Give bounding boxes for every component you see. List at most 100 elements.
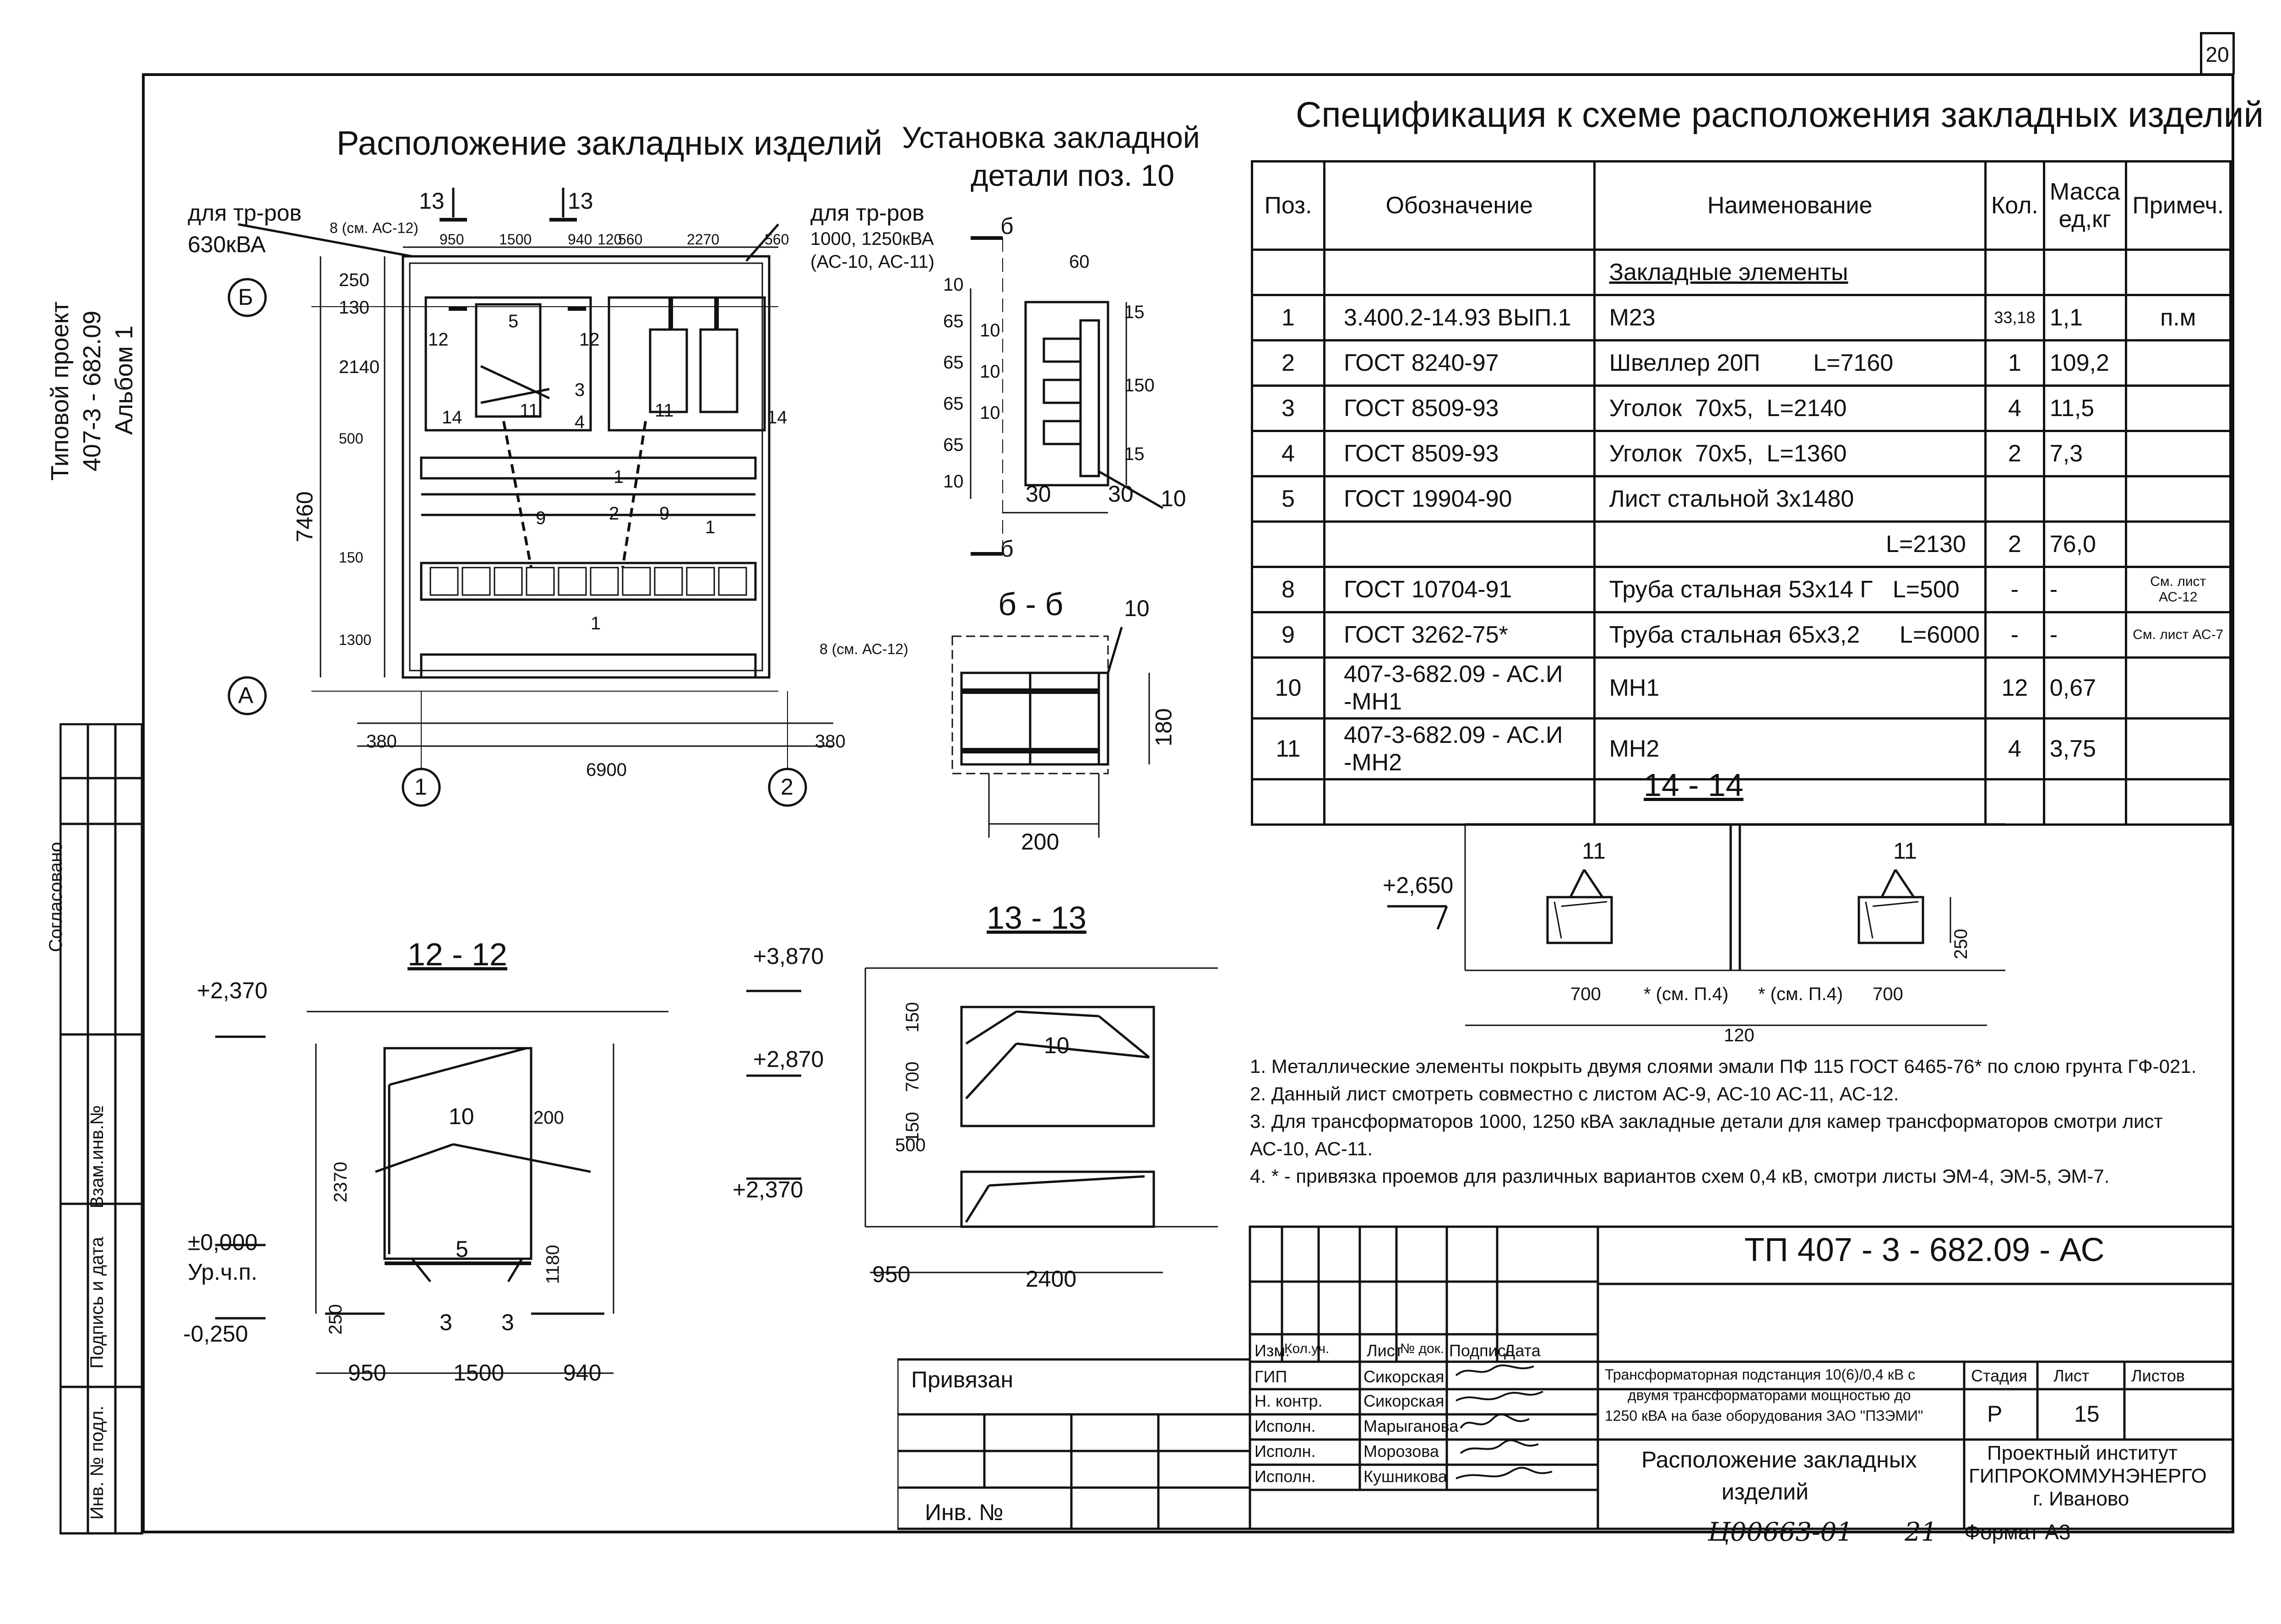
tb-object-2: двумя трансформаторами мощностью до <box>1628 1387 1911 1403</box>
spec-cell-mass: 11,5 <box>2042 384 2127 432</box>
plan-pos-11b: 11 <box>655 401 674 421</box>
spec-cell-qty: - <box>1984 611 2045 659</box>
spec-cell-designation: 407-3-682.09 - АС.И -МН2 <box>1323 717 1596 780</box>
spec-cell-name: Швеллер 20П L=7160 <box>1593 339 1987 387</box>
tb-name-0: Сикорская <box>1363 1367 1445 1386</box>
plan-dim-top-1: 950 <box>440 231 464 248</box>
section-1212-dim-940: 940 <box>563 1360 602 1386</box>
spec-cell-designation: 3.400.2-14.93 ВЫП.1 <box>1323 294 1596 341</box>
tb-drawing-name-1: Расположение закладных <box>1641 1447 1917 1472</box>
spec-title: Спецификация к схеме расположения заклад… <box>1296 94 2264 135</box>
plan-label-630-1: для тр-ров <box>188 200 302 226</box>
note-3b: АС-10, АС-11. <box>1250 1138 1373 1159</box>
install-dim-l5: 10 <box>980 362 1000 382</box>
side-project-line1: Типовой проект <box>46 301 74 481</box>
section-bb-dim-200: 200 <box>1021 829 1059 855</box>
plan-pos-12b: 12 <box>579 330 600 350</box>
spec-cell-pos: 1 <box>1251 294 1325 341</box>
layout-title: Расположение закладных изделий <box>337 124 883 162</box>
plan-pos-3: 3 <box>575 380 585 400</box>
plan-dim-top-4: 120 <box>597 231 622 248</box>
section-1212-dim-200: 200 <box>533 1108 564 1128</box>
notes-block: 1. Металлические элементы покрыть двумя … <box>1250 1053 2196 1190</box>
plan-dim-left-2: 130 <box>339 298 369 318</box>
section-1313-title: 13 - 13 <box>987 900 1086 936</box>
spec-cell-qty: 12 <box>1984 656 2045 720</box>
tb-format: Формат А3 <box>1964 1520 2071 1544</box>
install-pos-10: 10 <box>1161 486 1186 511</box>
plan-cut13-left: 13 <box>419 188 445 214</box>
spec-cell-name: Лист стальной 3х1480 <box>1593 475 1987 523</box>
tb-col-kolych: Кол.уч. <box>1284 1341 1330 1356</box>
plan-pos-12a: 12 <box>428 330 449 350</box>
spec-cell-mass: 109,2 <box>2042 339 2127 387</box>
plan-pos-14b: 14 <box>767 407 787 428</box>
plan-dim-top-3: 940 <box>568 231 592 248</box>
plan-pos-5: 5 <box>508 311 519 331</box>
title-block-inv-no: Инв. № <box>925 1499 1004 1525</box>
install-dim-30a: 30 <box>1026 481 1051 507</box>
spec-h-note: Примеч. <box>2124 160 2232 251</box>
plan-dim-380-left: 380 <box>366 731 397 752</box>
tb-col-izm: Изм. <box>1255 1341 1290 1360</box>
spec-cell-designation: ГОСТ 3262-75* <box>1323 611 1596 659</box>
section-1414-dim-700a: 700 <box>1570 984 1601 1004</box>
spec-cell-qty: - <box>1984 566 2045 613</box>
note-2: 2. Данный лист смотреть совместно с лист… <box>1250 1083 1899 1104</box>
tb-sheets-h: Листов <box>2131 1366 2185 1385</box>
spec-group: Закладные элементы <box>1593 249 1987 296</box>
spec-group-row: Закладные элементы <box>1251 249 2232 296</box>
section-1212-dim-1180: 1180 <box>543 1245 563 1284</box>
spec-cell-qty: 1 <box>1984 339 2045 387</box>
section-1414-dim-700b: 700 <box>1873 984 1903 1004</box>
spec-cell-qty: 2 <box>1984 430 2045 477</box>
tb-name-4: Кушникова <box>1363 1467 1447 1486</box>
section-1212-dim-950: 950 <box>348 1360 386 1386</box>
title-block-privyazan: Привязан <box>911 1367 1014 1392</box>
spec-cell-mass: 1,1 <box>2042 294 2127 341</box>
plan-dim-6900: 6900 <box>586 760 627 780</box>
tb-handwritten-code: Ц00663-01 <box>1708 1517 1853 1547</box>
section-1313-dim-500: 500 <box>895 1135 926 1155</box>
section-bb-drawing <box>951 627 1150 838</box>
tb-role-1: Н. контр. <box>1255 1391 1323 1410</box>
install-dim-15-bottom: 15 <box>1124 444 1145 464</box>
spec-cell-note: См. лист АС-12 <box>2124 566 2232 613</box>
plan-dim-380-right: 380 <box>815 731 846 752</box>
section-bb-title: б - б <box>998 586 1064 622</box>
section-1212-level-2370: +2,370 <box>197 978 268 1003</box>
plan-dim-total-h: 7460 <box>292 491 318 542</box>
side-vzam-inv: Взам.инв.№ <box>87 1105 107 1208</box>
install-dim-30b: 30 <box>1108 481 1134 507</box>
spec-cell-pos: 3 <box>1251 384 1325 432</box>
spec-h-designation: Обозначение <box>1323 160 1596 251</box>
side-sign-date: Подпись и дата <box>87 1237 107 1369</box>
spec-h-qty: Кол. <box>1984 160 2045 251</box>
signatures <box>1455 1364 1553 1479</box>
section-1313-level-2870: +2,870 <box>753 1046 824 1072</box>
spec-cell-note <box>2124 339 2232 387</box>
side-project-line3: Альбом 1 <box>110 325 138 435</box>
plan-pos-1c: 1 <box>591 613 601 633</box>
spec-cell-mass: 76,0 <box>2042 520 2127 568</box>
plan-axis-a: А <box>238 682 254 708</box>
spec-cell-note <box>2124 656 2232 720</box>
spec-cell-name: М23 <box>1593 294 1987 341</box>
section-1212-drawing <box>215 1011 668 1374</box>
tb-stage-h: Стадия <box>1971 1366 2027 1385</box>
tb-name-3: Морозова <box>1363 1442 1439 1461</box>
spec-cell-name: Уголок 70х5, L=1360 <box>1593 430 1987 477</box>
spec-cell-name: Труба стальная 53х14 Г L=500 <box>1593 566 1987 613</box>
plan-dim-left-3: 2140 <box>339 357 380 377</box>
spec-cell-pos: 9 <box>1251 611 1325 659</box>
install-cut-b-top: б <box>1000 213 1014 239</box>
section-1212-title: 12 - 12 <box>407 937 507 972</box>
spec-cell-designation: ГОСТ 8240-97 <box>1323 339 1596 387</box>
install-title-2: детали поз. 10 <box>971 158 1174 192</box>
install-detail-drawing <box>970 236 1164 556</box>
plan-label-1000-2: 1000, 1250кВА <box>810 229 934 249</box>
plan-axis-2: 2 <box>781 774 793 800</box>
tb-stage: Р <box>1987 1401 2003 1427</box>
spec-cell-pos: 5 <box>1251 475 1325 523</box>
